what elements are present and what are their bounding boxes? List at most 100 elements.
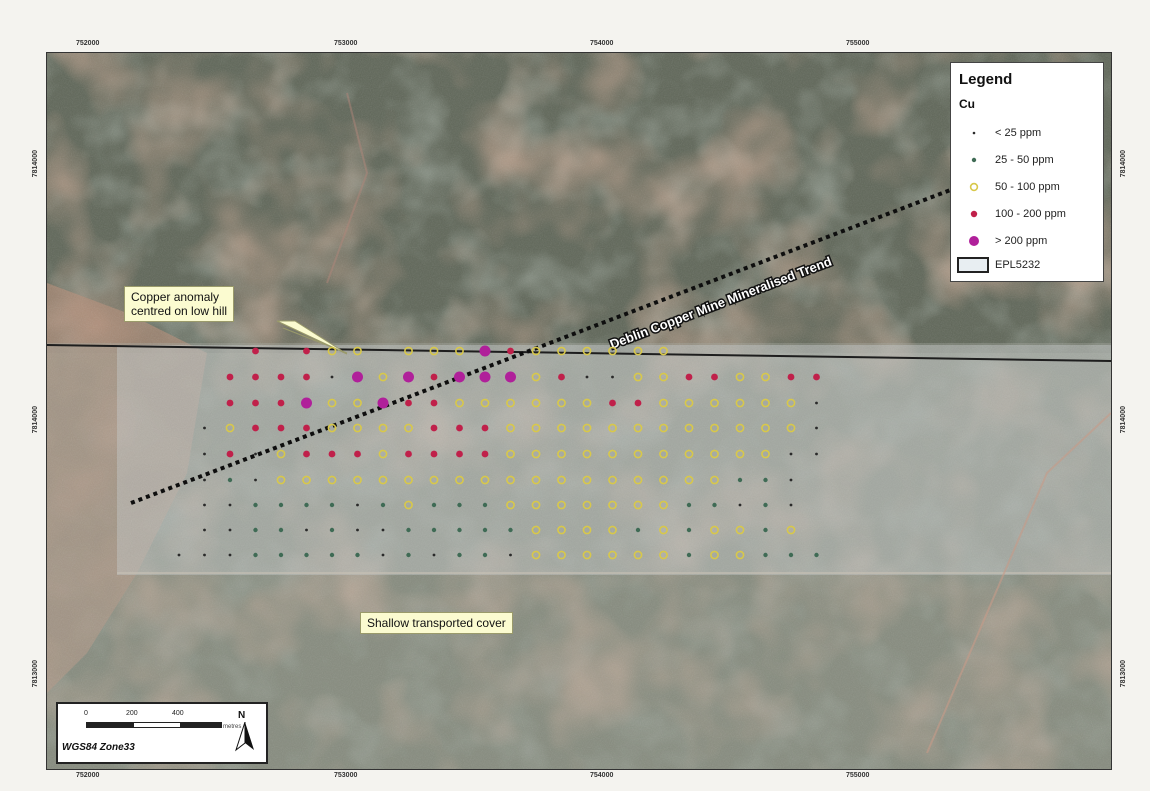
sample-point [684, 475, 694, 485]
scale-bar-segment [180, 722, 222, 728]
small-dot-icon [963, 155, 985, 165]
sample-point [585, 375, 589, 379]
sample-point [228, 503, 232, 507]
sample-point [531, 475, 541, 485]
sample-point [404, 423, 413, 433]
sample-point [356, 503, 359, 507]
sample-point [302, 475, 311, 485]
legend-boundary-label: EPL5232 [995, 259, 1041, 271]
sample-point [429, 346, 439, 356]
sample-point [582, 475, 592, 485]
sample-point [531, 449, 541, 459]
callout-line: centred on low hill [131, 304, 228, 318]
sample-point [481, 424, 489, 432]
sample-point [203, 426, 206, 430]
projection-label: WGS84 Zone33 [62, 742, 135, 753]
north-arrow-icon [235, 722, 254, 752]
sample-point [431, 502, 437, 508]
sample-point [557, 525, 566, 535]
sample-point [735, 449, 745, 459]
sample-point [378, 475, 388, 485]
sample-point [405, 399, 412, 407]
sample-point [786, 398, 796, 408]
sample-point [608, 550, 617, 560]
sample-point [789, 503, 793, 507]
scale-tick-label: 0 [84, 710, 88, 717]
sample-point [505, 371, 516, 383]
sample-point [557, 346, 566, 356]
sample-points-layer [177, 345, 820, 560]
sample-point [252, 399, 259, 407]
sample-point [761, 449, 770, 459]
map-frame[interactable]: Deblin Copper Mine Mineralised Trend [46, 52, 1112, 770]
sample-point [278, 502, 284, 508]
sample-point [608, 423, 617, 433]
sample-point [659, 525, 668, 535]
sample-point [608, 525, 617, 535]
legend-item-label: > 200 ppm [995, 235, 1048, 247]
sample-point [252, 373, 259, 381]
sample-point [430, 424, 438, 432]
sample-point [276, 475, 286, 485]
sample-point [737, 477, 743, 483]
sample-point [203, 452, 206, 456]
sample-point [203, 503, 206, 507]
sample-point [582, 423, 592, 433]
sample-point [582, 449, 592, 459]
northing-label: 7814000 [32, 406, 39, 434]
sample-point [403, 371, 414, 383]
sample-point [582, 550, 592, 560]
sample-point [506, 449, 515, 459]
sample-point [252, 424, 259, 432]
sample-point [710, 525, 719, 535]
sample-point [788, 552, 794, 558]
sample-point [457, 502, 462, 508]
sample-point [735, 372, 745, 382]
sample-point [684, 423, 694, 433]
sample-point [710, 423, 719, 433]
sample-point [353, 475, 362, 485]
sample-point [431, 527, 437, 533]
sample-point [557, 500, 566, 510]
sample-point [432, 553, 436, 557]
sample-point [710, 449, 719, 459]
sample-point [226, 373, 234, 381]
sample-point [786, 423, 796, 433]
sample-point [352, 371, 363, 383]
sample-point [406, 552, 411, 558]
sample-point [482, 502, 488, 508]
sample-point [455, 475, 464, 485]
northing-label: 7814000 [32, 150, 39, 178]
legend-boundary-item: EPL5232 [957, 257, 1040, 273]
sample-point [761, 372, 770, 382]
legend-item: 50 - 100 ppm [963, 179, 1103, 195]
easting-label: 755000 [846, 40, 870, 47]
image-grain [47, 53, 1111, 769]
sample-point [815, 452, 818, 456]
sample-point [404, 500, 413, 510]
sample-point [303, 373, 310, 381]
sample-point [380, 502, 386, 508]
map-canvas[interactable]: Deblin Copper Mine Mineralised Trend [47, 53, 1111, 769]
sample-point [763, 527, 768, 533]
sample-point [633, 550, 643, 560]
sample-point [582, 346, 592, 356]
sample-point [455, 398, 464, 408]
easting-label: 752000 [76, 40, 100, 47]
legend-item-label: 100 - 200 ppm [995, 208, 1066, 220]
sample-point [789, 452, 793, 456]
sample-point [735, 525, 745, 535]
sample-point [611, 375, 614, 379]
sample-point [455, 346, 464, 356]
sample-point [531, 550, 541, 560]
sample-point [278, 527, 284, 533]
map-legend: Legend Cu < 25 ppm 25 - 50 ppm 50 - 100 … [950, 62, 1104, 282]
sample-point [711, 373, 718, 381]
sample-point [329, 502, 335, 508]
sample-point [479, 371, 491, 383]
sample-point [659, 449, 668, 459]
sample-point [557, 449, 566, 459]
easting-label: 754000 [590, 772, 614, 779]
sample-point [377, 397, 389, 409]
sample-point [429, 475, 439, 485]
